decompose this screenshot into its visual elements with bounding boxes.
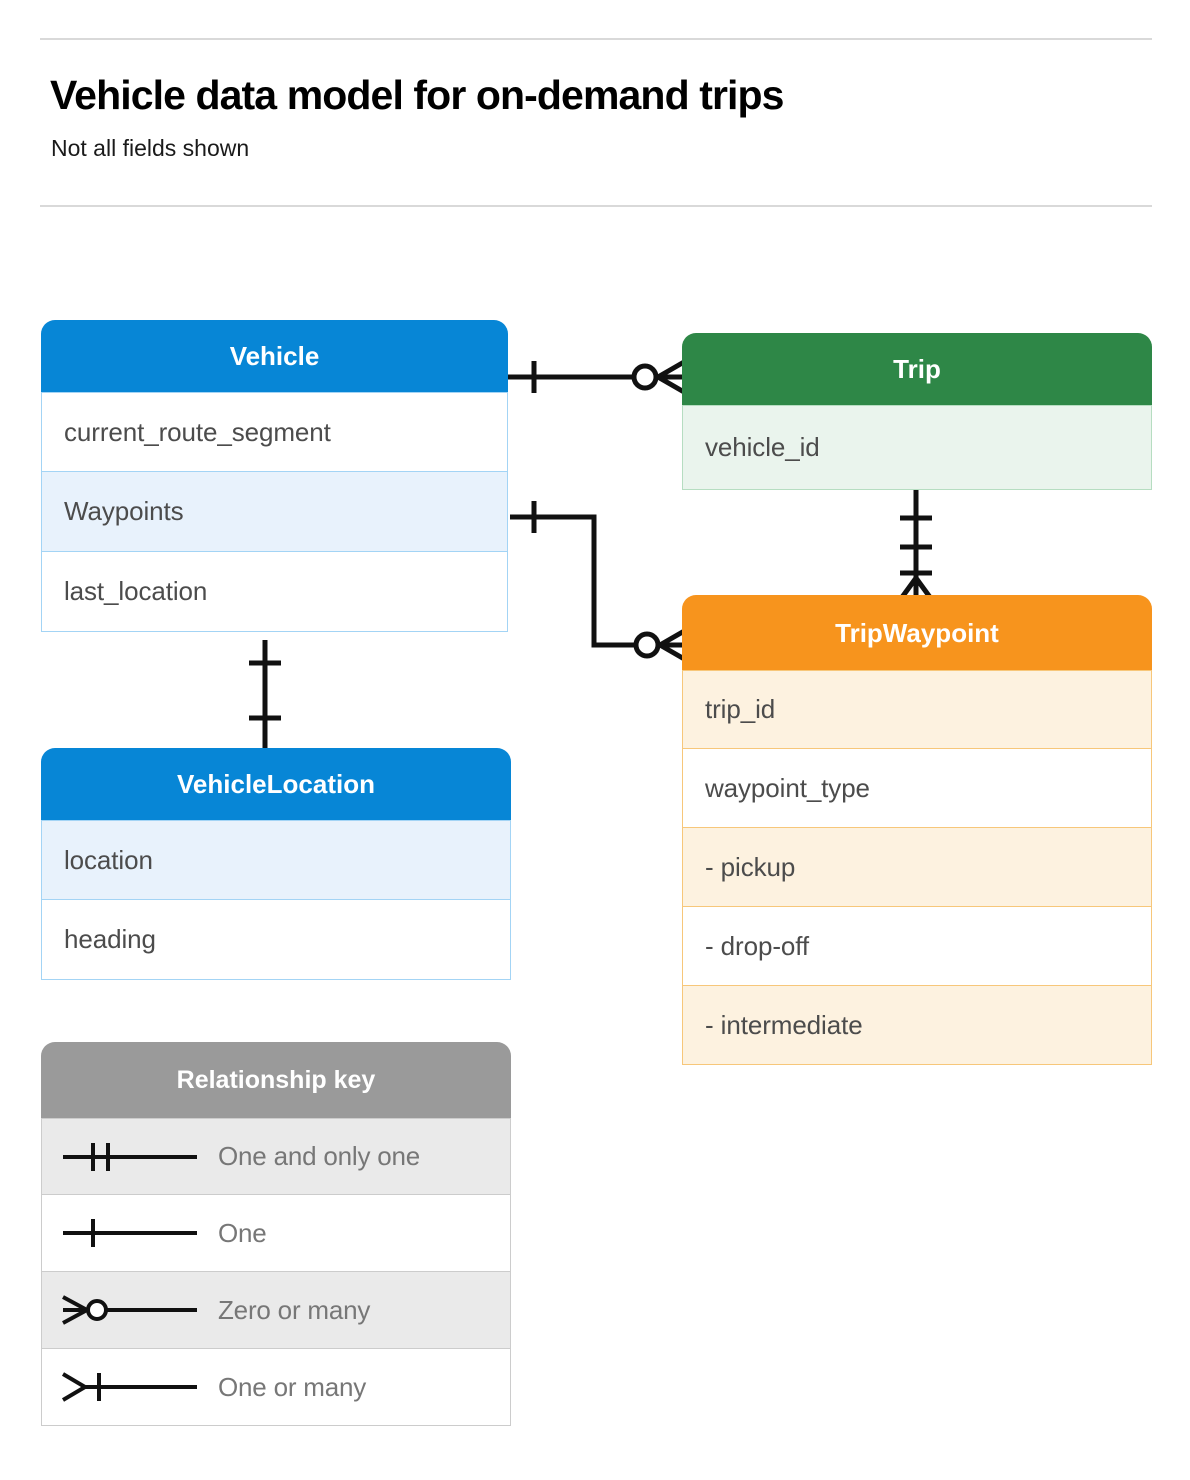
field-row[interactable]: trip_id: [682, 670, 1152, 749]
field-row[interactable]: heading: [41, 900, 511, 980]
legend-item[interactable]: One: [41, 1195, 511, 1272]
relationship-key-legend[interactable]: Relationship key One and only one: [41, 1042, 511, 1426]
page-subtitle: Not all fields shown: [51, 135, 250, 161]
one-or-many-icon: [42, 1367, 218, 1407]
entity-trip-title: Trip: [682, 333, 1152, 405]
bottom-divider: [40, 205, 1152, 207]
entity-trip-waypoint[interactable]: TripWaypoint trip_id waypoint_type - pic…: [682, 595, 1152, 1065]
legend-rows: One and only one One: [41, 1118, 511, 1426]
entity-vehicle-location[interactable]: VehicleLocation location heading: [41, 748, 511, 980]
legend-item-label: One: [218, 1217, 267, 1248]
entity-vehicle-location-title: VehicleLocation: [41, 748, 511, 820]
legend-item[interactable]: One and only one: [41, 1118, 511, 1195]
connector-waypoints-tripwaypoint: [510, 514, 636, 648]
field-row[interactable]: - intermediate: [682, 986, 1152, 1065]
zero-or-many-icon: [42, 1290, 218, 1330]
entity-trip-fields: vehicle_id: [682, 405, 1152, 490]
field-row[interactable]: waypoint_type: [682, 749, 1152, 828]
field-row[interactable]: vehicle_id: [682, 405, 1152, 490]
field-row[interactable]: - pickup: [682, 828, 1152, 907]
field-row[interactable]: location: [41, 820, 511, 900]
one-and-only-one-icon: [42, 1137, 218, 1177]
entity-vehicle-fields: current_route_segment Waypoints last_loc…: [41, 392, 508, 632]
field-row[interactable]: Waypoints: [41, 472, 508, 552]
entity-vehicle-title: Vehicle: [41, 320, 508, 392]
page-title: Vehicle data model for on-demand trips: [50, 72, 784, 118]
legend-item-label: Zero or many: [218, 1294, 371, 1325]
field-row[interactable]: current_route_segment: [41, 392, 508, 472]
legend-title: Relationship key: [41, 1042, 511, 1118]
top-divider: [40, 38, 1152, 40]
field-row[interactable]: last_location: [41, 552, 508, 632]
entity-trip-waypoint-fields: trip_id waypoint_type - pickup - drop-of…: [682, 670, 1152, 1065]
one-icon: [42, 1213, 218, 1253]
field-row[interactable]: - drop-off: [682, 907, 1152, 986]
entity-trip[interactable]: Trip vehicle_id: [682, 333, 1152, 490]
entity-vehicle-location-fields: location heading: [41, 820, 511, 980]
legend-item-label: One and only one: [218, 1141, 421, 1171]
legend-item[interactable]: One or many: [41, 1349, 511, 1426]
entity-trip-waypoint-title: TripWaypoint: [682, 595, 1152, 670]
legend-item-label: One or many: [218, 1371, 367, 1402]
entity-vehicle[interactable]: Vehicle current_route_segment Waypoints …: [41, 320, 508, 632]
legend-item[interactable]: Zero or many: [41, 1272, 511, 1349]
